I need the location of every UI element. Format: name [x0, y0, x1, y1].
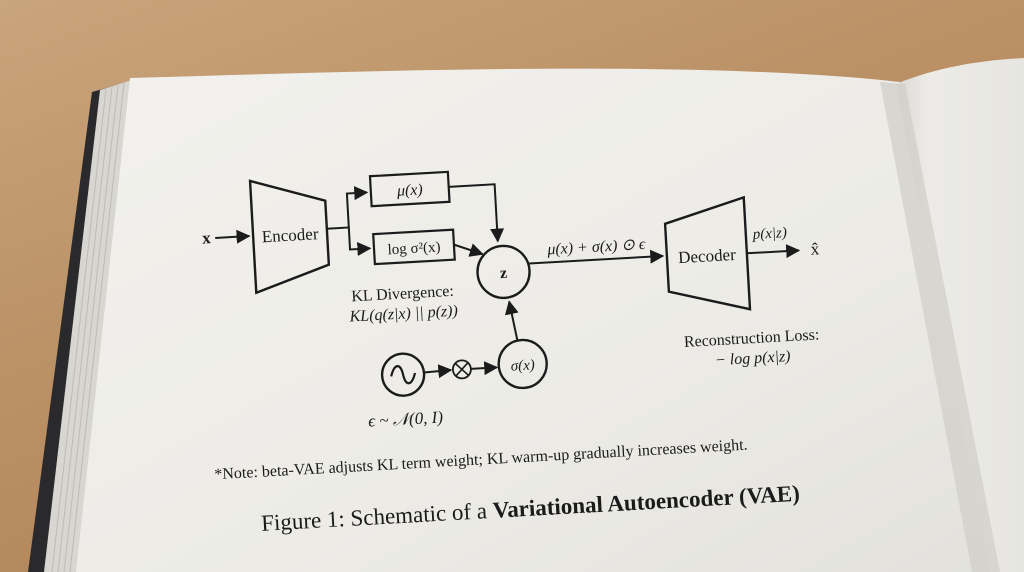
- sigma-to-z-arrow: [504, 300, 519, 341]
- encoder-label: Encoder: [261, 224, 319, 246]
- logvar-to-z-arrow: [453, 243, 484, 257]
- encoder-to-mu-arrow: [326, 186, 369, 230]
- decoder-output-label: p(x|z): [751, 225, 787, 243]
- output-xhat-label: x̂: [810, 239, 820, 258]
- recon-formula: − log p(x|z): [715, 348, 791, 369]
- z-to-decoder-arrow: [529, 249, 665, 265]
- input-arrow: [215, 229, 251, 244]
- z-label: z: [500, 265, 508, 282]
- multiply-to-sigma-arrow: [470, 361, 499, 376]
- epsilon-label: ϵ ~ 𝒩(0, I): [368, 408, 444, 431]
- kl-formula: KL(q(z|x) || p(z)): [348, 303, 458, 326]
- multiply-icon: [455, 362, 469, 377]
- reparam-label: μ(x) + σ(x) ⊙ ϵ: [546, 236, 646, 259]
- mu-to-z-arrow: [448, 183, 505, 243]
- sine-wave-icon: [390, 365, 417, 385]
- sigma-node: [497, 338, 548, 390]
- right-page: [896, 58, 1024, 572]
- input-x-label: x: [202, 228, 212, 247]
- decoder-output-arrow: [746, 244, 801, 259]
- z-node: [476, 244, 531, 300]
- encoder-block: [248, 179, 331, 295]
- noise-source-node: [380, 352, 426, 397]
- mu-label: μ(x): [395, 181, 423, 199]
- kl-title: KL Divergence:: [351, 283, 454, 306]
- noise-to-multiply-arrow: [423, 364, 453, 379]
- page-edge-lines: [51, 82, 125, 572]
- decoder-block: [663, 195, 752, 311]
- gutter-shadow: [880, 82, 1000, 572]
- left-page: [76, 68, 1000, 572]
- sigma-label: σ(x): [510, 357, 535, 374]
- decoder-label: Decoder: [678, 245, 737, 267]
- encoder-to-logvar-arrow: [347, 227, 372, 257]
- logvar-label: log σ²(x): [387, 239, 441, 258]
